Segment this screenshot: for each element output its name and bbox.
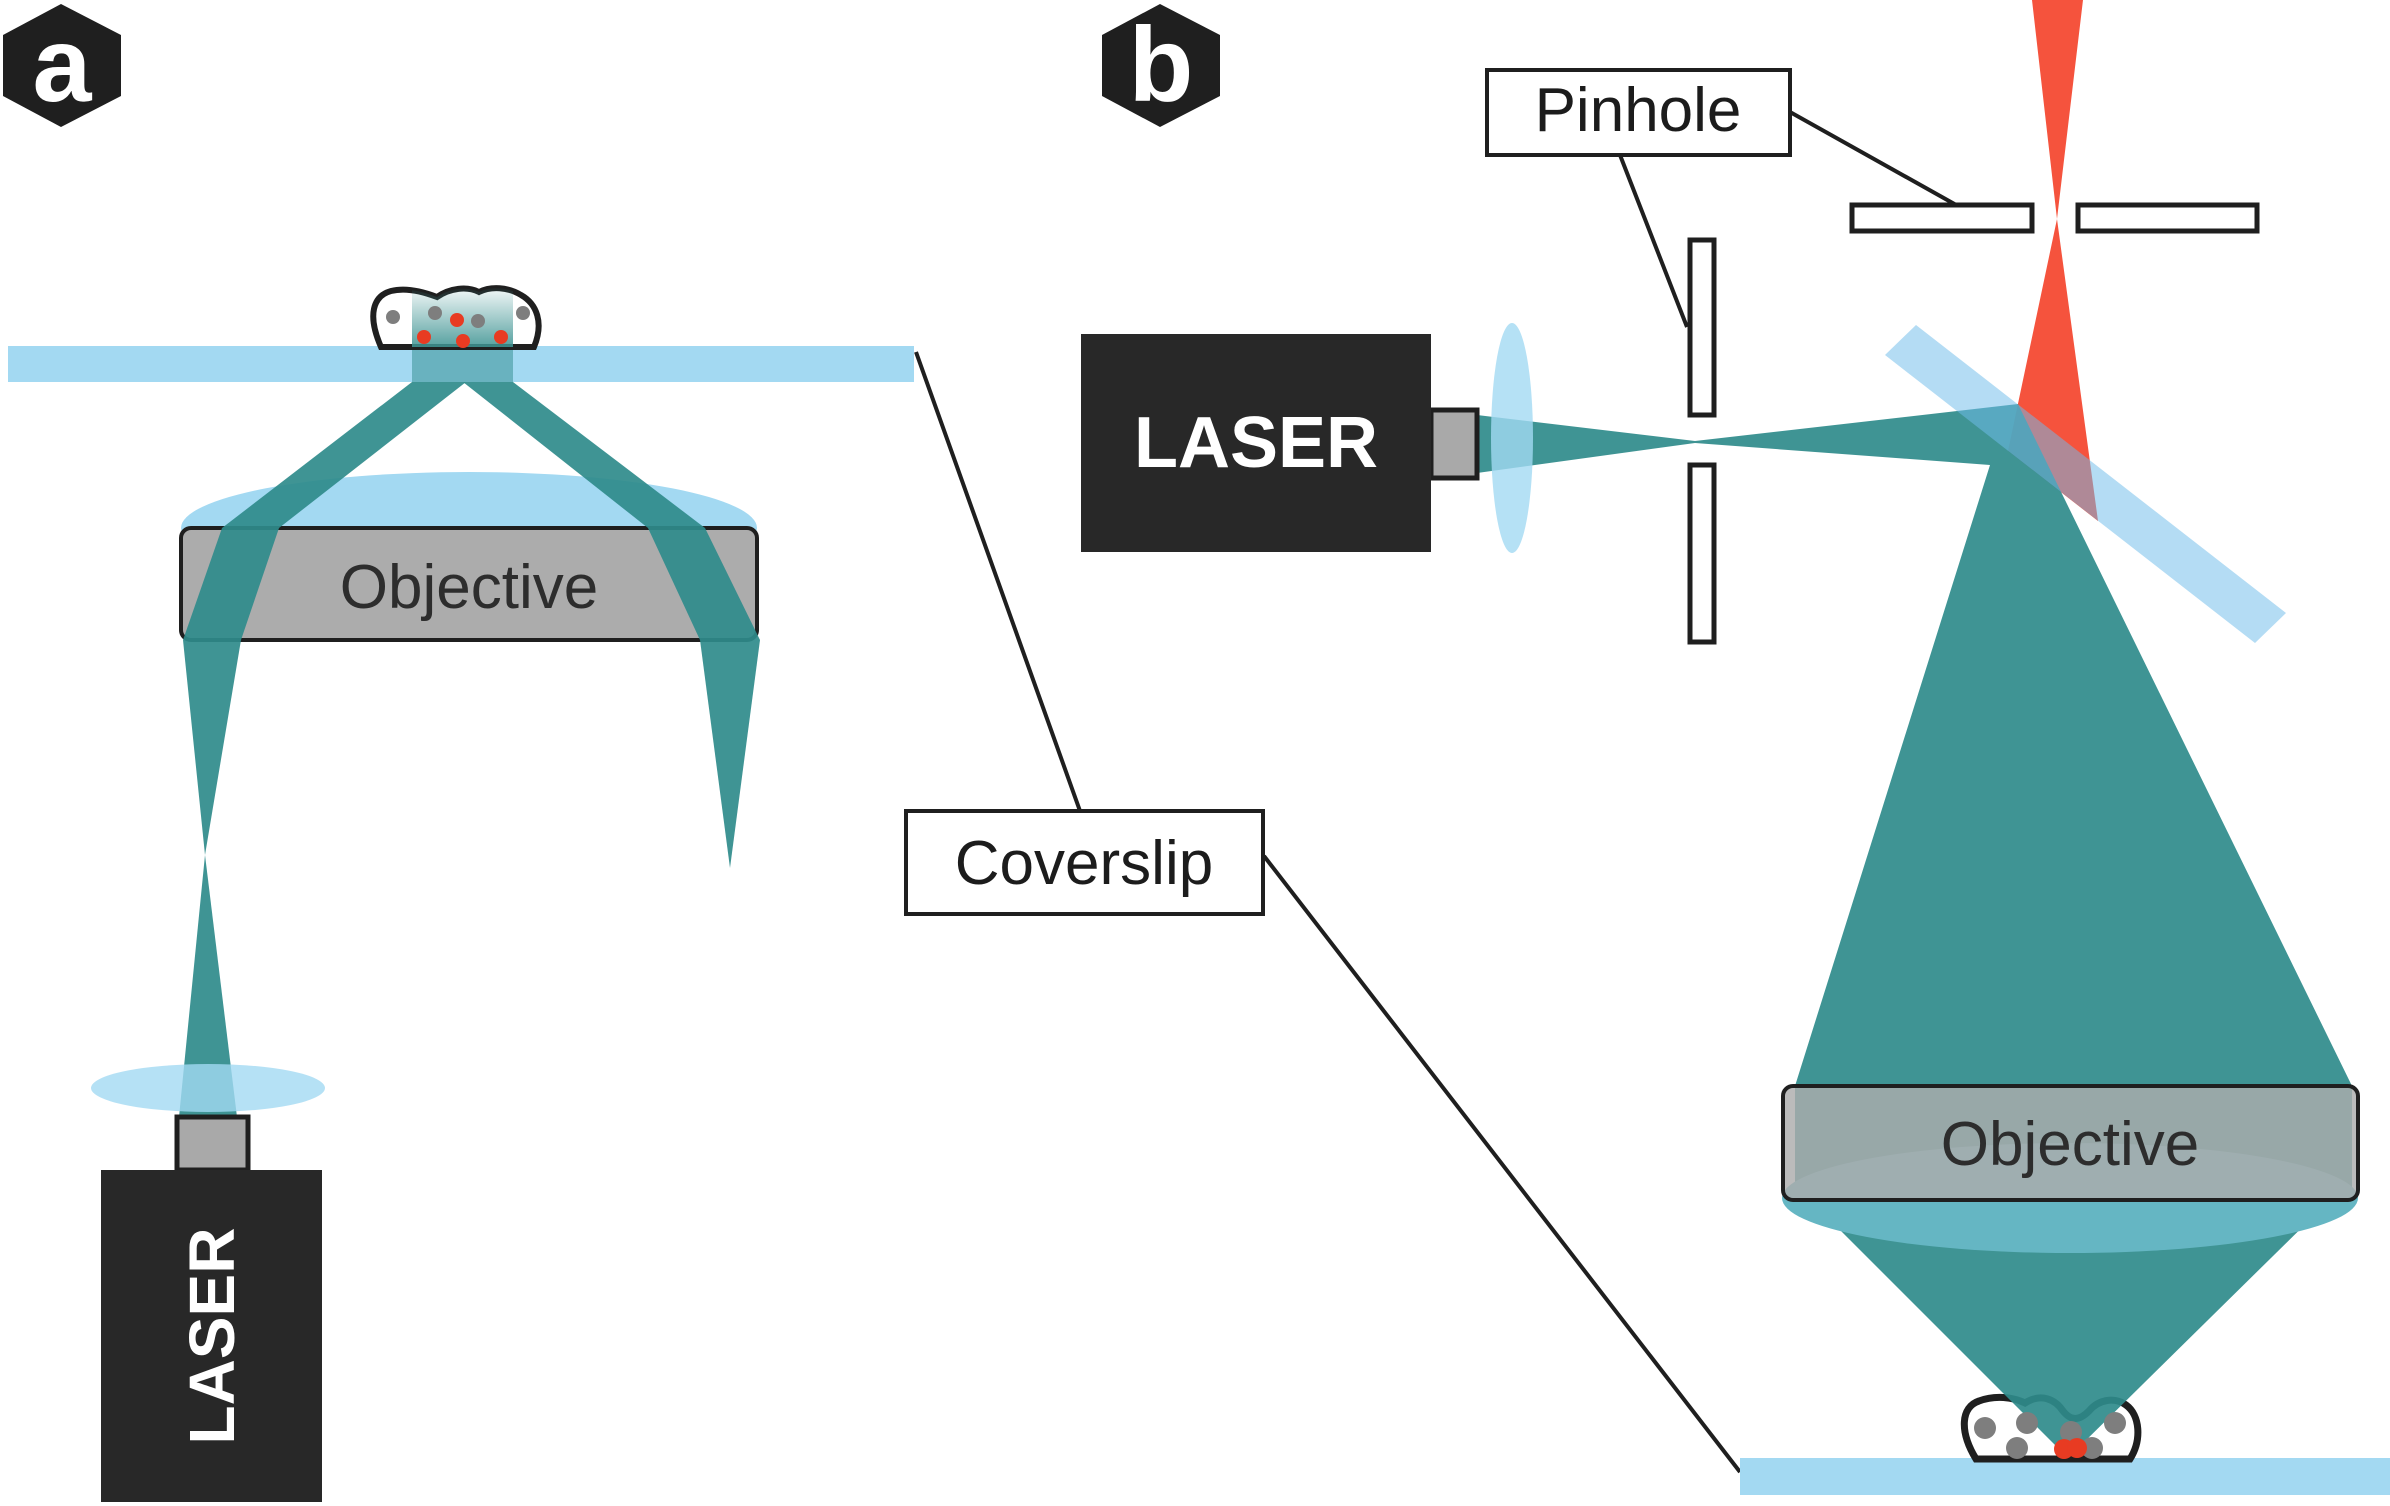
focusing-lens-a <box>91 1064 325 1112</box>
red-dot <box>2067 1438 2087 1458</box>
coverslip-b <box>1740 1458 2390 1495</box>
gray-dot <box>2104 1412 2126 1434</box>
pinhole-label: Pinhole <box>1535 76 1742 145</box>
panel-badge-hexagon-b <box>1102 4 1220 127</box>
objective-body-a <box>179 526 759 642</box>
emission-beam-red <box>2008 0 2098 521</box>
laser-box-a <box>101 1170 322 1502</box>
panel-b: LASER Objective Pinhole b <box>1081 0 2390 1495</box>
panel-badge-hexagon-a <box>3 4 121 127</box>
coverslip-label: Coverslip <box>955 829 1213 898</box>
focused-cone-to-sample <box>1800 1190 2340 1452</box>
fluorophore-dots-a <box>386 306 530 348</box>
gray-dot <box>2081 1437 2103 1459</box>
gray-dot <box>428 306 442 320</box>
reflected-beam-down-right <box>463 382 705 528</box>
excitation-beam-up-left <box>222 382 466 528</box>
objective-label-a: Objective <box>340 553 598 622</box>
red-dot <box>417 330 431 344</box>
gray-dot <box>2016 1412 2038 1434</box>
panel-badge-letter-a: a <box>33 6 93 124</box>
excitation-pinhole-upper-slit <box>1687 237 1717 418</box>
laser-label-a: LASER <box>176 1228 248 1445</box>
coverslip-pointer-line-a <box>914 351 1082 812</box>
beam-converging-below-objective-left <box>183 640 241 855</box>
red-dot <box>494 330 508 344</box>
coverslip-label-box <box>904 809 1265 916</box>
panel-badge-letter-b: b <box>1129 6 1194 124</box>
beam-converging-below-objective-right <box>700 640 760 868</box>
pinhole-pointer-line-right <box>1789 110 1959 208</box>
red-dot <box>456 334 470 348</box>
gray-dot <box>2060 1421 2082 1443</box>
collimating-lens-b <box>1491 323 1533 553</box>
gray-dot <box>516 306 530 320</box>
pinhole-label-box <box>1485 68 1792 157</box>
detection-pinhole-left-plate <box>1849 202 2035 234</box>
laser-label-b: LASER <box>1134 403 1378 483</box>
gray-dot <box>1974 1417 1996 1439</box>
beam-through-coverslip-a <box>412 346 513 382</box>
fluorophore-dots-b <box>1974 1412 2126 1459</box>
excitation-beam-b <box>1477 404 2352 1198</box>
gray-dot <box>471 314 485 328</box>
panel-a: Objective LASER a <box>3 4 1082 1502</box>
dichroic-mirror <box>1885 325 2286 643</box>
excitation-beam-in-objective-left <box>183 528 279 640</box>
laser-aperture-b <box>1428 407 1480 481</box>
beam-from-laser-a <box>179 855 237 1117</box>
detection-pinhole-right-plate <box>2075 202 2260 234</box>
laser-box-b <box>1081 334 1431 552</box>
pinhole-pointer-line-left <box>1618 154 1689 328</box>
reflected-beam-in-objective-right <box>648 528 760 640</box>
objective-label-b: Objective <box>1941 1110 2199 1179</box>
gray-dot <box>386 310 400 324</box>
coverslip-pointer-line-b <box>1262 854 1742 1474</box>
objective-body-b <box>1781 1084 2360 1202</box>
red-dot <box>450 313 464 327</box>
gray-dot <box>2006 1437 2028 1459</box>
excitation-pinhole-lower-slit <box>1687 462 1717 645</box>
laser-aperture-a <box>174 1114 251 1173</box>
